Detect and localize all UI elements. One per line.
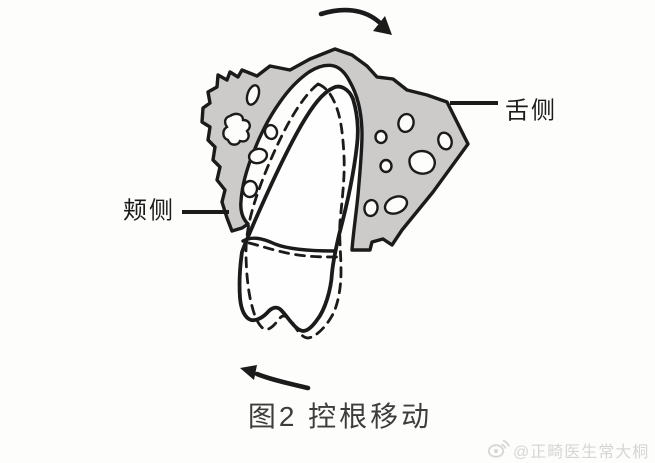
figure-caption: 图2 控根移动 (248, 401, 432, 432)
bone-trabecular-holes (222, 84, 453, 218)
curved-arrow-clockwise-icon (318, 7, 392, 35)
watermark: @正畸医生常大桐 (487, 439, 649, 461)
buccal-side-label: 颊侧 (123, 197, 175, 224)
cervical-line (241, 236, 336, 253)
tooth-dashed-outline (244, 82, 346, 340)
curved-arrow-counterclockwise-icon (240, 365, 311, 391)
weibo-icon (487, 439, 510, 458)
lingual-side-label: 舌侧 (505, 97, 557, 124)
watermark-handle: @正畸医生常大桐 (513, 443, 649, 461)
